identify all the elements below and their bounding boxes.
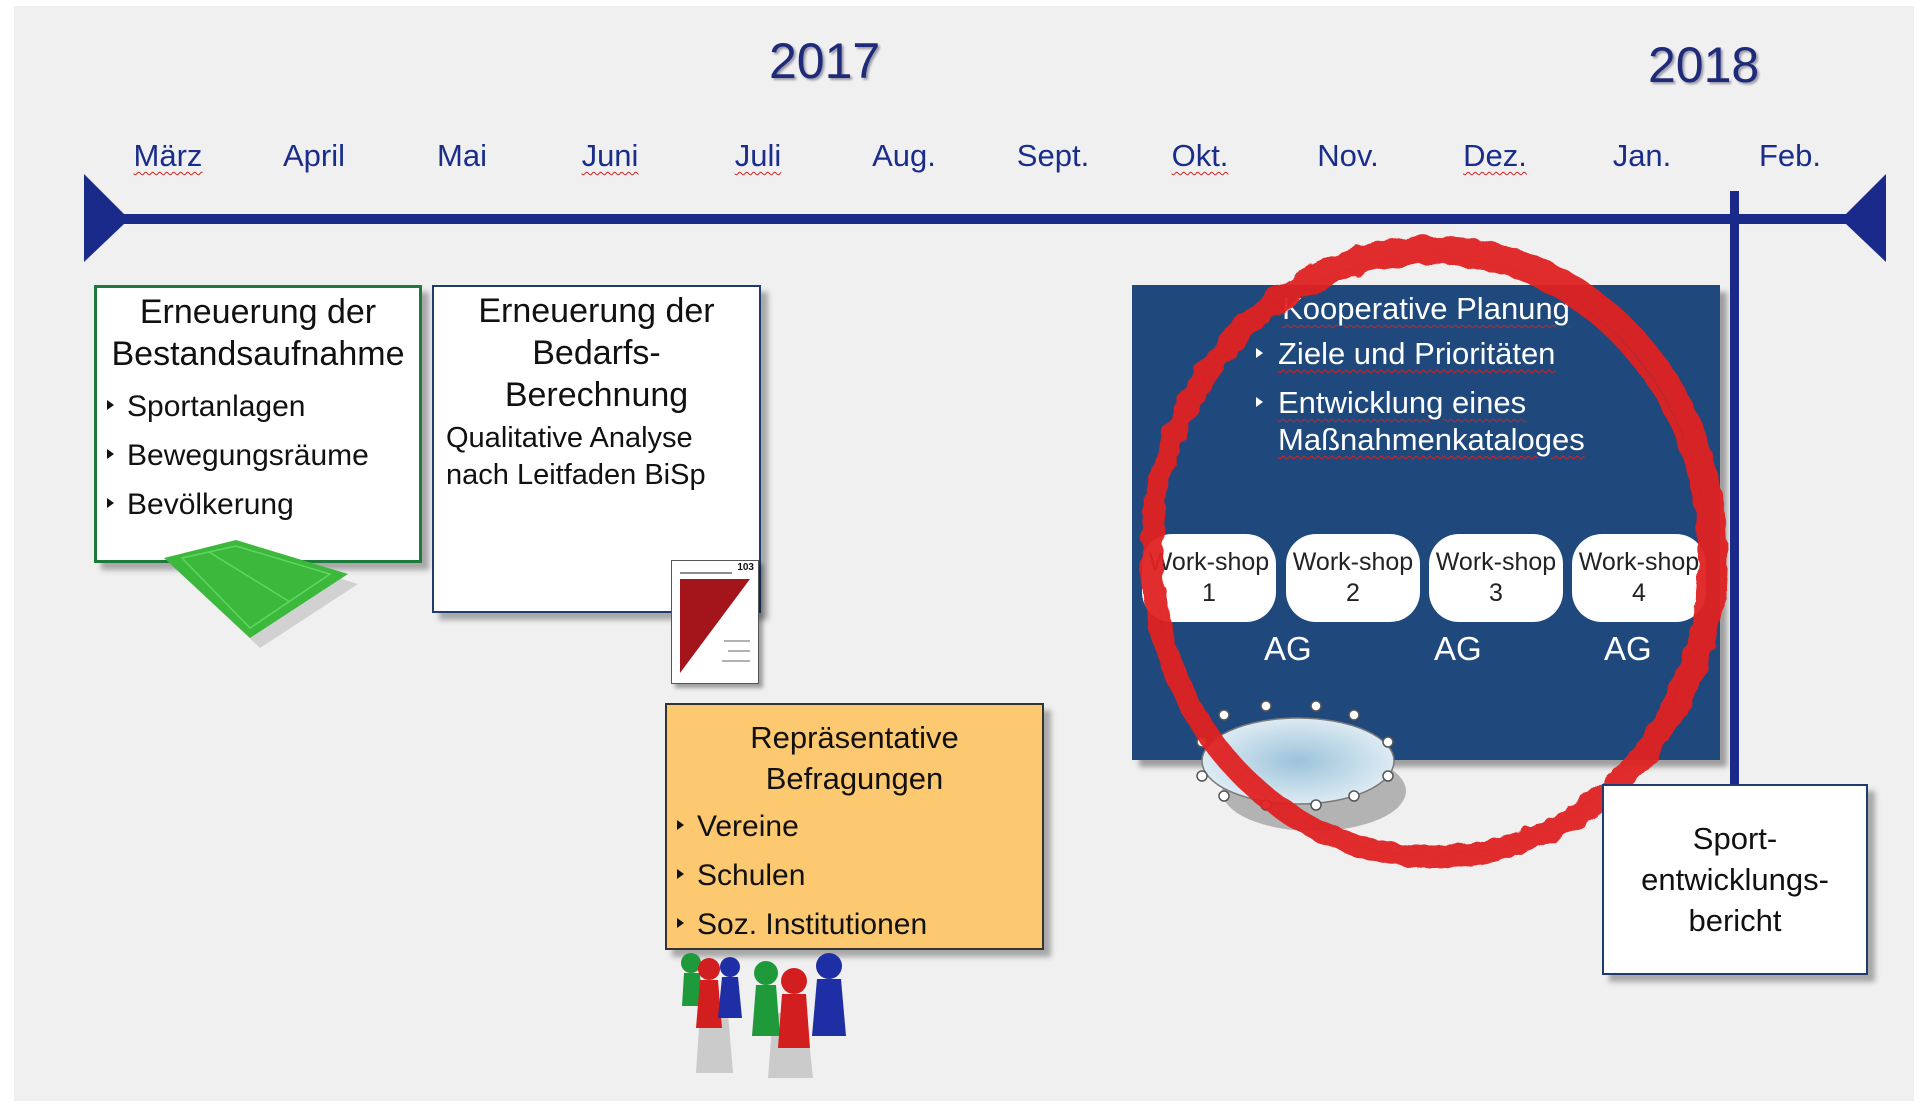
- ag-label: AG: [1434, 630, 1482, 667]
- list-item: Soz. Institutionen: [667, 900, 1042, 949]
- bericht-box: Sport-entwicklungs-bericht: [1602, 784, 1868, 975]
- month-label: Sept.: [1016, 138, 1090, 173]
- month-label: Feb.: [1758, 138, 1822, 173]
- month-label: Aug.: [872, 138, 936, 173]
- kooperative-planung-box: Kooperative Planung Ziele und Prioritäte…: [1132, 285, 1720, 760]
- month-label: Jan.: [1612, 138, 1672, 173]
- highlight-circle: [1141, 236, 1727, 868]
- workshop-2: Work-shop 2: [1286, 534, 1420, 622]
- booklet-icon: 103: [671, 560, 759, 684]
- list-item: Sportanlagen: [97, 382, 419, 431]
- workshop-3: Work-shop 3: [1429, 534, 1563, 622]
- bedarf-text: Qualitative Analyse nach Leitfaden BiSp: [446, 422, 706, 491]
- timeline-diagram: 2017 2018 März April Mai Juni Juli Aug. …: [14, 6, 1914, 1101]
- befragung-box: Repräsentative Befragungen Vereine Schul…: [665, 703, 1044, 950]
- befragung-title: Repräsentative Befragungen: [750, 720, 959, 796]
- bedarf-box: Erneuerung der Bedarfs-Berechnung Qualit…: [432, 285, 761, 613]
- befragung-list: Vereine Schulen Soz. Institutionen: [667, 802, 1042, 949]
- year-2018: 2018: [1648, 37, 1760, 93]
- ag-label: AG: [1604, 630, 1652, 667]
- timeline-arrow: [84, 174, 1886, 791]
- month-label: Okt.: [1171, 138, 1229, 173]
- booklet-number: 103: [737, 562, 754, 573]
- people-icon: [681, 953, 846, 1078]
- ag-label: AG: [1264, 630, 1312, 667]
- year-2017: 2017: [769, 33, 881, 89]
- month-label: Nov.: [1317, 138, 1379, 173]
- list-item: Schulen: [667, 851, 1042, 900]
- list-item: Bevölkerung: [97, 480, 419, 529]
- koop-title: Kooperative Planung: [1282, 291, 1570, 326]
- koop-list: Ziele und Prioritäten Entwicklung eines …: [1250, 335, 1720, 458]
- month-label: April: [282, 138, 345, 173]
- month-label: Juni: [581, 138, 639, 173]
- bestand-box: Erneuerung der Bestandsaufnahme Sportanl…: [94, 285, 422, 563]
- list-item: Entwicklung eines Maßnahmenkataloges: [1250, 384, 1608, 458]
- list-item: Vereine: [667, 802, 1042, 851]
- month-label: März: [133, 138, 203, 173]
- month-label: Dez.: [1463, 138, 1527, 173]
- month-label: Juli: [734, 138, 782, 173]
- bestand-list: Sportanlagen Bewegungsräume Bevölkerung: [97, 382, 419, 529]
- month-label: Mai: [437, 138, 487, 173]
- bericht-title: Sport-entwicklungs-bericht: [1641, 821, 1829, 938]
- sports-pitch-icon: [164, 540, 358, 648]
- list-item: Bewegungsräume: [97, 431, 419, 480]
- bedarf-title: Erneuerung der Bedarfs-Berechnung: [478, 292, 715, 414]
- bestand-title: Erneuerung der Bestandsaufnahme: [111, 293, 405, 373]
- list-item: Ziele und Prioritäten: [1250, 335, 1720, 372]
- workshop-4: Work-shop 4: [1572, 534, 1706, 622]
